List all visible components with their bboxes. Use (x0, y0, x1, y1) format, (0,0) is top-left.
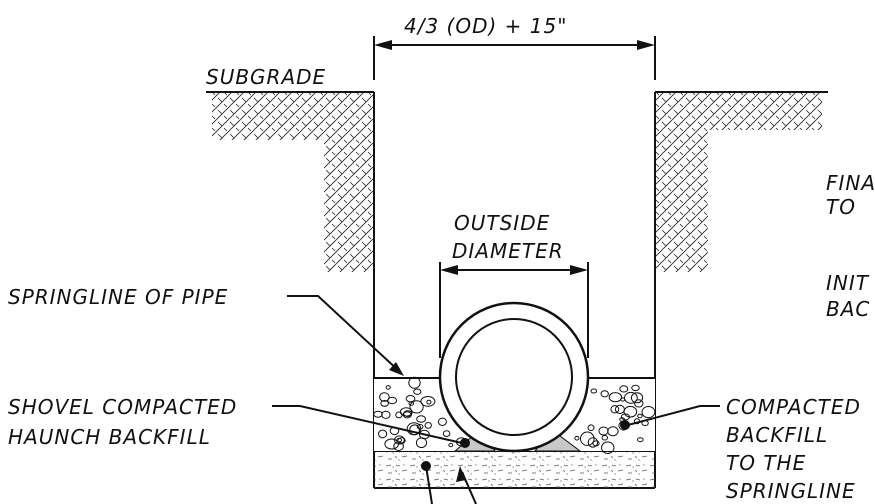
springline-label: SPRINGLINE OF PIPE (8, 285, 228, 309)
gravel-stone (601, 434, 608, 441)
initial-label-1: INIT (826, 271, 870, 295)
gravel-stone (394, 435, 405, 445)
gravel-stone (608, 392, 623, 403)
gravel-stone (587, 424, 595, 432)
gravel-stone (419, 429, 430, 440)
gravel-stone (409, 400, 424, 414)
gravel-stone (623, 405, 638, 418)
dimension-label: 4/3 (OD) + 15" (404, 14, 567, 38)
gravel-stone (426, 399, 432, 405)
od-arrow-right (570, 265, 588, 275)
gravel-stone (600, 390, 609, 398)
bedding-arrow (456, 466, 466, 482)
gravel-stone (610, 405, 620, 414)
gravel-stone (381, 410, 391, 419)
shovel-leader (272, 405, 463, 444)
gravel-stone (631, 384, 640, 392)
compacted-label-1: COMPACTED (726, 395, 861, 419)
springline-arrow (389, 362, 404, 376)
outside-label-1: OUTSIDE (454, 211, 550, 235)
compacted-label-4: SPRINGLINE (726, 479, 856, 503)
gravel-stone (634, 399, 644, 408)
dim-arrow-right (637, 40, 655, 50)
gravel-stone (397, 437, 406, 445)
compacted-leader-dot (620, 420, 630, 430)
final-label-1: FINA (826, 171, 875, 195)
gravel-stone (637, 437, 644, 443)
soil-right (655, 92, 822, 272)
gravel-stone (598, 426, 609, 436)
gravel-stone (399, 407, 413, 417)
gravel-stone (405, 395, 416, 403)
shovel-leader-dot (460, 438, 470, 448)
bedding-leader (425, 465, 433, 504)
gravel-stone (587, 437, 599, 448)
gravel-stone (641, 406, 656, 419)
springline-leader (287, 295, 401, 373)
compacted-leader (627, 405, 720, 426)
bedding-layer (374, 451, 655, 488)
initial-label-2: BAC (826, 297, 870, 321)
od-arrow-left (440, 265, 458, 275)
gravel-stone (630, 392, 644, 404)
compacted-label-3: TO THE (726, 451, 806, 475)
gravel-stone (379, 392, 390, 402)
subgrade-label: SUBGRADE (206, 65, 326, 89)
gravel-stone (416, 424, 424, 430)
gravel-stone (624, 391, 638, 404)
gravel-stone (413, 388, 422, 395)
gravel-stone (416, 415, 427, 423)
gravel-stone (420, 396, 436, 407)
final-label-2: TO (826, 195, 856, 219)
gravel-stone (619, 385, 629, 393)
soil-left (212, 92, 374, 272)
gravel-stone (590, 388, 598, 394)
gravel-stone (637, 413, 643, 419)
shovel-label-1: SHOVEL COMPACTED (8, 395, 237, 419)
shovel-label-2: HAUNCH BACKFILL (8, 425, 211, 449)
gravel-stone (580, 431, 595, 446)
gravel-stone (380, 400, 389, 407)
gravel-stone (385, 385, 391, 390)
gravel-stone (384, 438, 400, 450)
gravel-stone (406, 422, 422, 436)
outside-label-2: DIAMETER (452, 239, 564, 263)
gravel-stone (574, 435, 580, 441)
gravel-stone (601, 441, 615, 455)
gravel-stone (424, 422, 432, 429)
gravel-stone (592, 440, 600, 447)
gravel-stone (402, 411, 412, 419)
compacted-label-2: BACKFILL (726, 423, 828, 447)
gravel-stone (448, 443, 454, 448)
pipe-inner (455, 318, 573, 436)
gravel-stone (378, 429, 388, 439)
dim-arrow-left (374, 40, 392, 50)
gravel-stone (437, 417, 447, 426)
gravel-stone (442, 430, 451, 438)
gravel-stone (373, 410, 383, 418)
